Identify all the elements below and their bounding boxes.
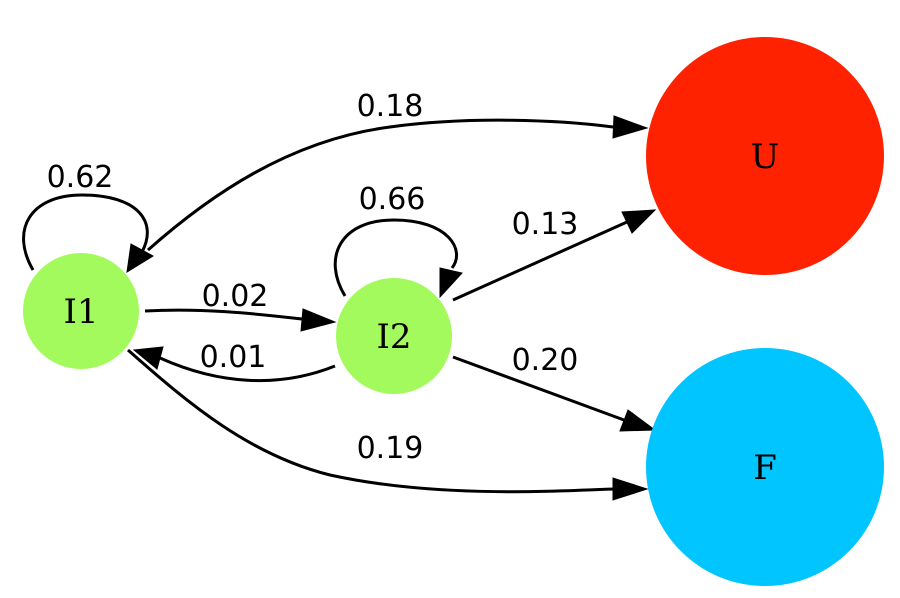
node-i1-label: I1	[63, 292, 98, 332]
edge-label-i2-to-i2: 0.66	[359, 182, 426, 217]
edge-i2-to-u: 0.13	[452, 207, 657, 302]
node-i1[interactable]: I1	[23, 253, 139, 369]
edge-i1-to-i2-arrowhead	[300, 308, 337, 332]
node-f-circle	[646, 348, 884, 586]
edge-i1-to-u: 0.18	[147, 89, 649, 252]
node-u[interactable]: U	[646, 37, 884, 275]
edge-i2-to-f-arrowhead	[619, 409, 657, 432]
node-i2-circle	[336, 278, 452, 394]
edge-label-i2-to-i1: 0.01	[200, 340, 267, 375]
edge-label-i2-to-f: 0.20	[512, 343, 579, 378]
edge-label-i1-to-u: 0.18	[357, 89, 424, 124]
edge-i1-to-u-arrowhead	[612, 115, 649, 139]
edge-i2-to-i2: 0.66	[333, 182, 463, 299]
node-f[interactable]: F	[646, 348, 884, 586]
node-i2[interactable]: I2	[336, 278, 452, 394]
node-u-circle	[646, 37, 884, 275]
node-f-label: F	[753, 448, 777, 488]
edge-i1-to-i2: 0.02	[144, 279, 337, 332]
nodes: I1 I2 U F	[23, 37, 884, 586]
edges: 0.62 0.02 0.01 0.66 0.18	[22, 89, 657, 501]
edge-i2-to-i2-arrowhead	[439, 267, 463, 299]
edge-i2-to-i1: 0.01	[132, 340, 336, 383]
edge-label-i2-to-u: 0.13	[512, 207, 579, 242]
edge-label-i1-to-f: 0.19	[357, 431, 424, 466]
edge-i1-to-f-arrowhead	[612, 477, 649, 501]
edge-i2-to-i1-arrowhead	[132, 346, 164, 370]
edge-i1-to-i1: 0.62	[22, 160, 154, 273]
edge-i1-to-i1-arrowhead	[126, 243, 154, 273]
node-u-label: U	[751, 137, 780, 177]
edge-i2-to-u-arrowhead	[621, 209, 657, 234]
node-i1-circle	[23, 253, 139, 369]
edge-i2-to-f: 0.20	[452, 343, 657, 432]
edge-label-i1-to-i1: 0.62	[47, 160, 114, 195]
edge-label-i1-to-i2: 0.02	[202, 279, 269, 314]
node-i2-label: I2	[376, 317, 411, 357]
edge-i1-to-f: 0.19	[127, 348, 649, 501]
